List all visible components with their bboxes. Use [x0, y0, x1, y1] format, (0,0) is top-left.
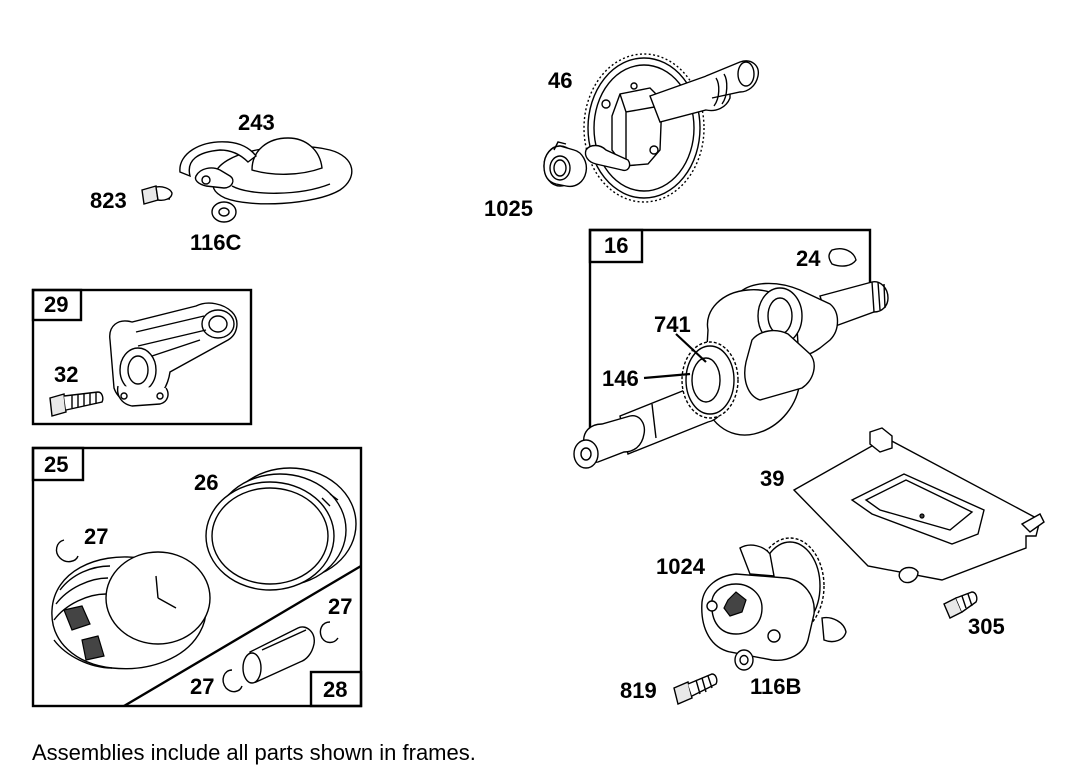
label-29: 29: [44, 292, 68, 317]
label-28: 28: [323, 677, 347, 702]
part-243-cover: [179, 137, 353, 205]
part-24-key: [828, 248, 857, 267]
part-823-screw: [141, 185, 173, 205]
part-piston: [51, 551, 211, 670]
part-46-camshaft: [583, 53, 759, 203]
label-16: 16: [604, 233, 628, 258]
leader-146: [643, 372, 691, 380]
label-25: 25: [44, 452, 68, 477]
part-connecting-rod: [109, 302, 238, 407]
leader-741: [675, 333, 707, 363]
label-27-right: 27: [328, 594, 352, 619]
part-1025-bearing: [543, 141, 588, 188]
part-28-piston-pin: [242, 626, 315, 684]
label-146: 146: [602, 366, 639, 391]
label-26: 26: [194, 470, 218, 495]
part-146-gear: [681, 341, 739, 419]
label-1024: 1024: [656, 554, 706, 579]
part-39-plate: [792, 427, 1045, 584]
label-46: 46: [548, 68, 572, 93]
label-116C: 116C: [190, 230, 241, 255]
assembly-footnote: Assemblies include all parts shown in fr…: [32, 740, 476, 765]
label-24: 24: [796, 246, 821, 271]
label-823: 823: [90, 188, 127, 213]
label-116B: 116B: [750, 674, 801, 699]
part-116B-washer: [734, 649, 754, 671]
label-819: 819: [620, 678, 657, 703]
label-39: 39: [760, 466, 784, 491]
label-741: 741: [654, 312, 691, 337]
label-27-left: 27: [84, 524, 108, 549]
part-32-rod-bolt: [49, 391, 104, 417]
label-27-bottom: 27: [190, 674, 214, 699]
part-26-piston-rings: [205, 467, 357, 591]
label-305: 305: [968, 614, 1005, 639]
part-305-screw: [943, 591, 978, 619]
label-32: 32: [54, 362, 78, 387]
part-27-retaining-clips: [55, 539, 339, 693]
frame-16-crankshaft: [573, 228, 889, 469]
frame-29-connecting-rod: [31, 288, 253, 426]
part-819-bolt: [673, 673, 718, 705]
label-243: 243: [238, 110, 275, 135]
part-1024-oil-pump: [701, 537, 847, 661]
frame-25-piston: [31, 446, 363, 708]
label-1025: 1025: [484, 196, 533, 221]
part-116C-washer: [211, 201, 237, 223]
